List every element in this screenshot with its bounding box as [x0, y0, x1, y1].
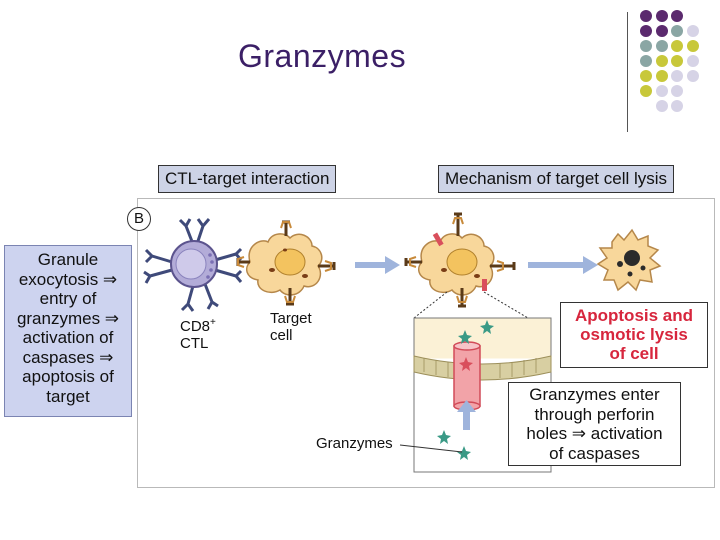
target-granules-2 — [441, 268, 480, 278]
decorative-dot — [671, 55, 683, 67]
granzyme-icon — [459, 357, 473, 371]
granzyme-icon — [458, 330, 472, 344]
ctl-label-line1: CD8 — [180, 318, 211, 335]
granzyme-molecules — [437, 320, 494, 460]
decorative-dot — [671, 25, 683, 37]
target-cell-label: Target cell — [270, 311, 312, 343]
ctl-granules — [206, 253, 214, 279]
header-mechanism-of-lysis: Mechanism of target cell lysis — [438, 165, 675, 193]
summary-line: apoptosis of — [22, 367, 114, 386]
perforin-pore — [453, 345, 481, 407]
perforin-pore-top — [453, 341, 481, 351]
perforin-pore-small-2 — [482, 279, 487, 291]
summary-line: target — [46, 386, 90, 406]
summary-line: entry of — [39, 289, 97, 308]
target-nucleus-2 — [446, 248, 478, 276]
target-label-line2: cell — [270, 327, 293, 344]
slide-title: Granzymes — [238, 38, 407, 74]
ctl-label-line2: CTL — [180, 335, 209, 352]
summary-box: Granule exocytosis ⇒ entry of granzymes … — [4, 245, 132, 417]
decorative-dot — [640, 40, 652, 52]
ctl-label-superscript: + — [210, 317, 216, 328]
apoptotic-fragment — [627, 271, 633, 277]
decorative-dot — [640, 55, 652, 67]
apoptotic-fragment — [640, 265, 646, 271]
granzyme-icon — [457, 446, 471, 460]
granzymes-label: Granzymes — [316, 435, 393, 452]
decorative-dot — [640, 70, 652, 82]
mhc-molecules-1 — [237, 221, 332, 303]
result-line: osmotic lysis — [580, 325, 688, 344]
decorative-dot — [640, 25, 652, 37]
decorative-dot — [655, 55, 668, 67]
decorative-dot — [655, 85, 668, 97]
target-granules-1 — [269, 248, 308, 278]
decorative-dot — [671, 10, 683, 22]
decorative-dot — [671, 100, 683, 112]
decorative-dot — [655, 25, 668, 37]
decorative-dot — [671, 70, 683, 82]
perforin-pore-small-1 — [432, 232, 444, 247]
decorative-dot — [671, 85, 683, 97]
result-box: Apoptosis and osmotic lysis of cell — [560, 302, 708, 368]
decorative-dot — [686, 55, 699, 67]
decorative-dot-grid — [640, 10, 720, 120]
target-label-line1: Target — [270, 310, 312, 327]
membrane-lipids — [423, 358, 537, 378]
granzyme-icon — [437, 430, 451, 444]
summary-line: granzymes ⇒ — [16, 308, 120, 328]
entry-line: through perforin — [534, 404, 655, 424]
target-nucleus-1 — [274, 248, 306, 276]
summary-line: exocytosis ⇒ — [18, 269, 118, 289]
decorative-dot — [640, 10, 652, 22]
summary-line: caspases ⇒ — [22, 347, 114, 367]
granzymes-leader-line — [399, 444, 463, 453]
granzyme-entry-box: Granzymes enter through perforin holes ⇒… — [508, 382, 681, 466]
apoptotic-nucleus-fragment — [624, 250, 640, 266]
ctl-label: CD8+ CTL — [180, 315, 216, 351]
entry-line: Granzymes enter — [529, 385, 660, 404]
flow-arrow-1 — [355, 256, 400, 274]
summary-line: Granule — [37, 250, 99, 269]
decorative-dot — [686, 70, 699, 82]
decorative-dot — [655, 70, 668, 82]
decorative-dot — [655, 100, 668, 112]
ctl-nucleus — [175, 248, 207, 280]
zoom-guide-lines — [413, 291, 529, 319]
inset-extracellular-region — [414, 318, 551, 359]
granzyme-entry-arrow — [457, 400, 476, 430]
mhc-molecules-2 — [409, 217, 504, 303]
apoptotic-fragment — [617, 261, 623, 267]
decorative-dot — [671, 40, 683, 52]
result-line: of cell — [609, 344, 659, 363]
entry-line: holes ⇒ activation — [526, 424, 663, 443]
flow-arrow-2 — [528, 256, 598, 274]
panel-letter-badge: B — [127, 207, 151, 231]
title-divider — [627, 12, 628, 132]
result-line: Apoptosis and — [574, 306, 694, 325]
granzyme-icon — [480, 320, 494, 334]
decorative-dot — [640, 85, 652, 97]
summary-line: activation of — [22, 328, 114, 347]
decorative-dot — [655, 10, 668, 22]
decorative-dot — [686, 40, 699, 52]
decorative-dot — [686, 25, 699, 37]
header-ctl-target-interaction: CTL-target interaction — [158, 165, 337, 193]
decorative-dot — [655, 40, 668, 52]
entry-line: of caspases — [549, 443, 640, 463]
